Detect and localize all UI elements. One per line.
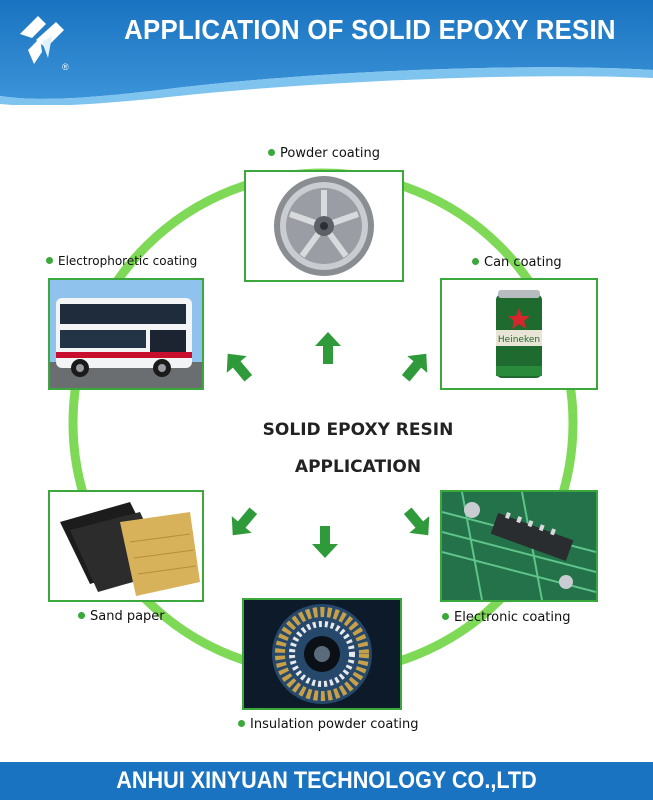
arrow-down-left-icon [231,507,258,536]
bullet-dot [46,257,53,264]
motor-stator-winding-image [244,600,400,708]
car-wheel-rim-image [246,172,402,280]
arrow-down-right-icon [403,507,430,536]
page-title: APPLICATION OF SOLID EPOXY RESIN [124,14,616,45]
bullet-dot [472,258,479,265]
bullet-dot [268,149,275,156]
company-name: ANHUI XINYUAN TECHNOLOGY CO.,LTD [116,767,537,794]
powder-coating-photo [244,170,404,282]
svg-text:Heineken: Heineken [498,335,540,345]
arrow-up-icon [315,332,341,364]
item-label-insulation-powder-coating: Insulation powder coating [238,717,419,732]
arrow-up-left-icon [226,353,253,382]
company-logo-icon: ® [12,10,72,72]
registered-mark: ® [62,62,69,72]
header-banner: ® APPLICATION OF SOLID EPOXY RESIN [0,0,653,106]
center-title-line2: APPLICATION [294,457,422,477]
item-label-powder-coating: Powder coating [268,146,380,161]
circuit-board-image [442,492,596,600]
item-label-can-coating: Can coating [472,255,562,270]
electrophoretic-coating-photo [48,278,204,390]
center-title-line1: SOLID EPOXY RESIN [262,420,454,440]
footer-bar: ANHUI XINYUAN TECHNOLOGY CO.,LTD [0,762,653,800]
arrow-up-right-icon [401,353,428,382]
beer-can-image: Heineken [442,280,596,388]
double-decker-bus-image [50,280,202,388]
electronic-coating-photo [440,490,598,602]
arrow-down-icon [312,526,338,558]
application-diagram: Powder coating Heineken Can coating [28,120,626,760]
bullet-dot [78,612,85,619]
item-label-electrophoretic-coating: Electrophoretic coating [46,254,197,268]
bullet-dot [442,613,449,620]
item-label-electronic-coating: Electronic coating [442,610,570,625]
header-wave-background [0,0,653,106]
sand-paper-photo [48,490,204,602]
item-label-sand-paper: Sand paper [78,609,165,624]
sandpaper-sheets-image [50,492,202,600]
insulation-powder-coating-photo [242,598,402,710]
bullet-dot [238,720,245,727]
can-coating-photo: Heineken [440,278,598,390]
